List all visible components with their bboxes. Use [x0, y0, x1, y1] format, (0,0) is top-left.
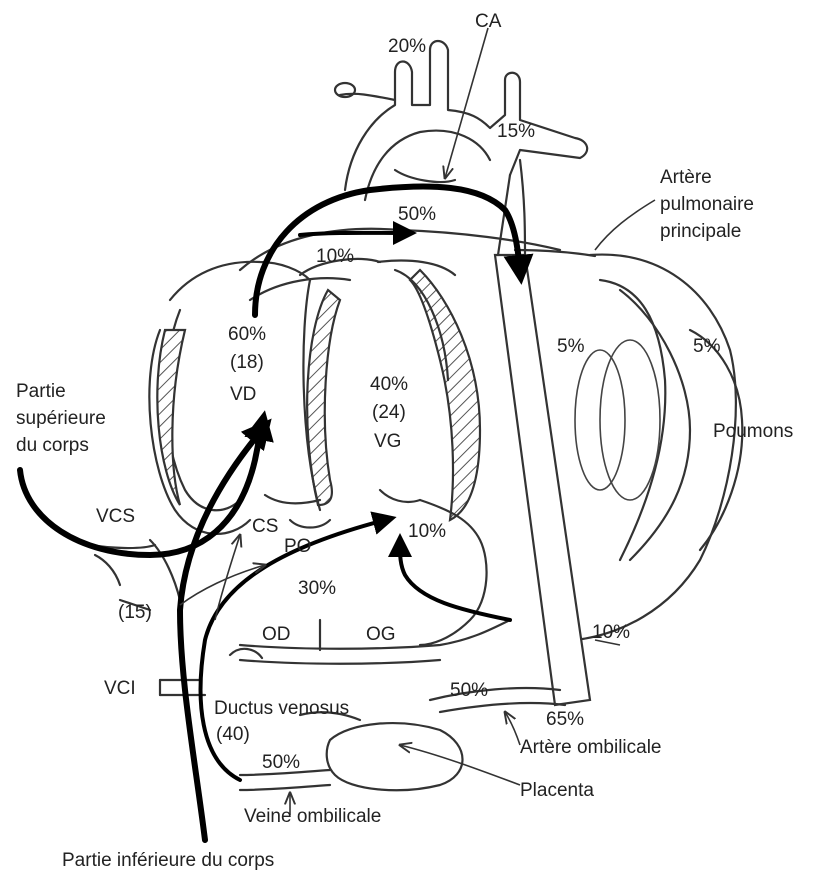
label-ductus-venosus: Ductus venosus — [214, 698, 349, 719]
label-pct-50-top: 50% — [398, 204, 436, 225]
label-vd-vol: (18) — [230, 352, 264, 373]
label-ca: CA — [475, 11, 502, 32]
label-pct-10-mid: 10% — [408, 521, 446, 542]
label-upper-body-3: du corps — [16, 435, 89, 456]
label-pct-65: 65% — [546, 709, 584, 730]
label-pct-50-vein: 50% — [262, 752, 300, 773]
labels: CA 20% 15% Artère pulmonaire principale … — [16, 11, 793, 871]
label-lung-5b: 5% — [693, 336, 721, 357]
label-cs: CS — [252, 516, 278, 537]
flow-arrow-50-top — [300, 233, 405, 235]
label-pct-10-right: 10% — [592, 622, 630, 643]
label-pct-50-umb: 50% — [450, 680, 488, 701]
label-pct-10-top: 10% — [316, 246, 354, 267]
label-vg-vol: (24) — [372, 402, 406, 423]
label-upper-body-2: supérieure — [16, 408, 106, 429]
label-og: OG — [366, 624, 396, 645]
label-pulmonary-artery-3: principale — [660, 221, 741, 242]
label-vcs: VCS — [96, 506, 135, 527]
label-vd: VD — [230, 384, 256, 405]
flow-arrow-pulmonary-return — [400, 545, 510, 620]
label-pct-15: (15) — [118, 602, 152, 623]
label-lower-body: Partie inférieure du corps — [62, 850, 274, 871]
label-pulmonary-artery-1: Artère — [660, 167, 712, 188]
flow-arrow-vd-to-aorta — [255, 187, 520, 315]
heart — [149, 229, 560, 645]
label-poumons: Poumons — [713, 421, 793, 442]
label-vg: VG — [374, 431, 401, 452]
label-arter-umb: Artère ombilicale — [520, 737, 662, 758]
label-asc-20: 20% — [388, 36, 426, 57]
label-veine-umb: Veine ombilicale — [244, 806, 381, 827]
label-vg-pct: 40% — [370, 374, 408, 395]
label-ductus-vol: (40) — [216, 724, 250, 745]
label-pct-30: 30% — [298, 578, 336, 599]
label-vci: VCI — [104, 678, 136, 699]
flow-arrows — [20, 187, 520, 840]
label-pulmonary-artery-2: pulmonaire — [660, 194, 754, 215]
label-upper-body-1: Partie — [16, 381, 66, 402]
flow-arrow-lower-body — [180, 430, 262, 840]
label-po: PO — [284, 536, 311, 557]
label-vd-pct: 60% — [228, 324, 266, 345]
label-asc-15: 15% — [497, 121, 535, 142]
label-placenta: Placenta — [520, 780, 594, 801]
label-od: OD — [262, 624, 291, 645]
label-lung-5a: 5% — [557, 336, 585, 357]
